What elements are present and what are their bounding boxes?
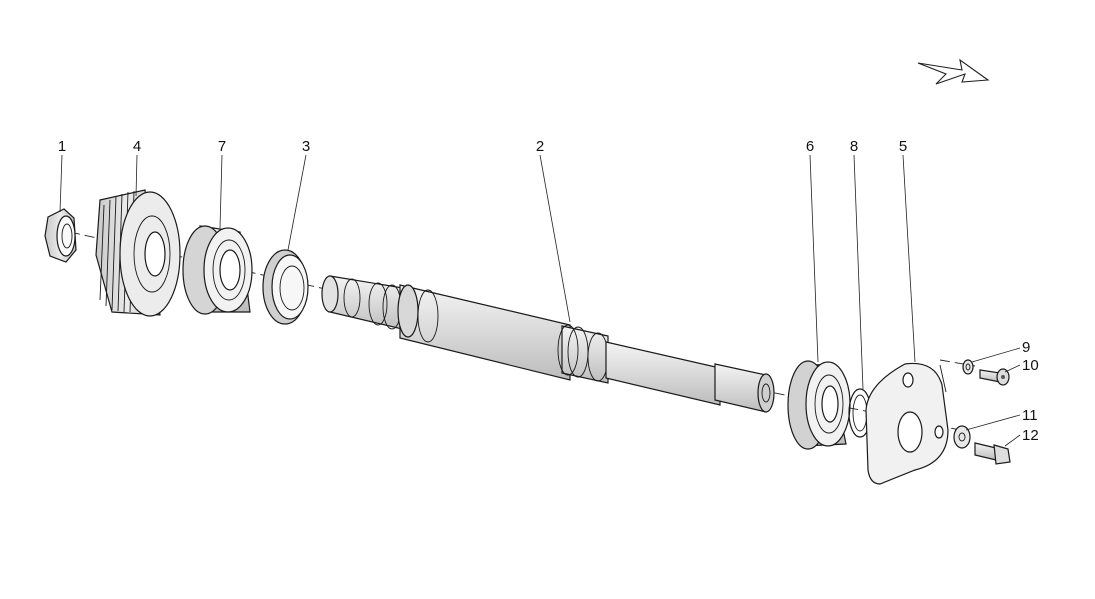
callout-7: 7 <box>218 138 226 155</box>
callout-1: 1 <box>58 138 66 155</box>
bearing-left <box>182 225 253 315</box>
callout-10: 10 <box>1022 357 1039 374</box>
callout-11: 11 <box>1022 407 1038 424</box>
cover-plate <box>865 362 949 485</box>
screw-top <box>979 368 1010 386</box>
seal <box>262 249 309 325</box>
nut <box>44 208 77 263</box>
callout-8: 8 <box>850 138 858 155</box>
direction-arrow-icon <box>917 58 990 85</box>
washer-bottom <box>953 425 971 449</box>
callout-4: 4 <box>133 138 141 155</box>
callout-2: 2 <box>536 138 544 155</box>
screw-bottom <box>974 442 1011 465</box>
callout-labels: 1 4 7 3 2 6 8 5 9 10 11 12 <box>58 138 1039 444</box>
callout-3: 3 <box>302 138 310 155</box>
washer-top <box>962 359 974 375</box>
callout-6: 6 <box>806 138 814 155</box>
leader-lines <box>59 154 1021 447</box>
callout-5: 5 <box>899 138 907 155</box>
callout-12: 12 <box>1022 427 1039 444</box>
gear <box>95 189 181 317</box>
bearing-right <box>787 360 851 450</box>
shaft <box>321 275 775 413</box>
callout-9: 9 <box>1022 339 1030 356</box>
